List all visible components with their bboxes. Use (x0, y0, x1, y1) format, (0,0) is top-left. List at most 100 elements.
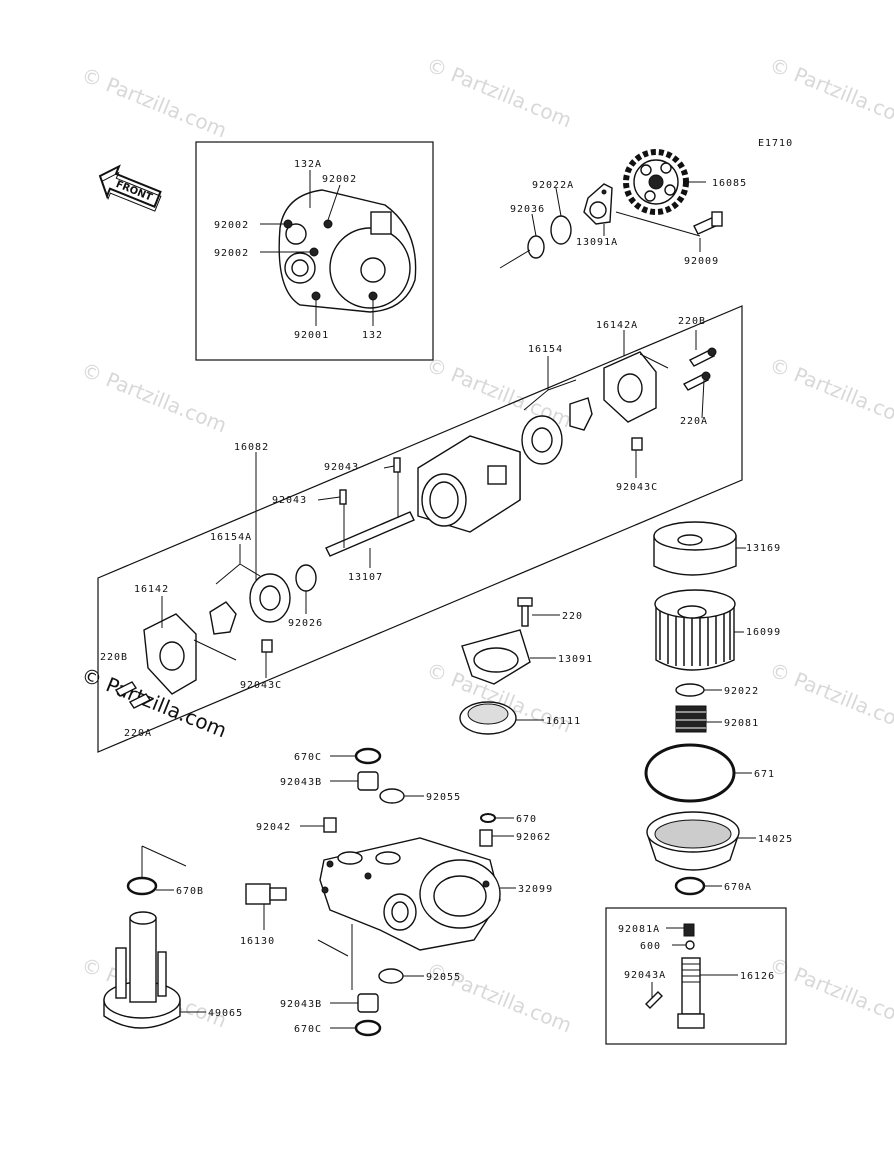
pickup-49065 (103, 911, 181, 1029)
cover-detail-box (195, 141, 434, 361)
callout-13091A: 13091A (576, 237, 618, 248)
pin-92042 (323, 817, 337, 833)
pin-92043C-bot (261, 639, 273, 653)
callout-92022A: 92022A (532, 180, 574, 191)
callout-220B: 220B (100, 652, 128, 663)
callout-670A: 670A (724, 882, 752, 893)
callout-92036: 92036 (510, 204, 545, 215)
callout-92055: 92055 (426, 972, 461, 983)
callout-220: 220 (562, 611, 583, 622)
o-ring-671 (644, 743, 736, 803)
callout-16154: 16154 (528, 344, 563, 355)
plate-13091 (461, 629, 531, 685)
collar-92043B-bot (357, 993, 379, 1013)
watermark: © Partzilla.com (78, 62, 230, 142)
callout-49065: 49065 (208, 1008, 243, 1019)
callout-16154A: 16154A (210, 532, 252, 543)
callout-670B: 670B (176, 886, 204, 897)
callout-220A: 220A (124, 728, 152, 739)
callout-13107: 13107 (348, 572, 383, 583)
callout-670C: 670C (294, 752, 322, 763)
callout-92043: 92043 (272, 495, 307, 506)
shaft-13107 (325, 511, 415, 557)
bolt-92009 (693, 211, 723, 235)
rotor-16154A (209, 573, 291, 635)
callout-92043C: 92043C (616, 482, 658, 493)
callout-32099: 32099 (518, 884, 553, 895)
washer-92026 (295, 564, 317, 592)
pump-body (417, 435, 521, 533)
callout-92009: 92009 (684, 256, 719, 267)
leader-lines (260, 170, 374, 326)
o-ring-670C-bot (354, 1019, 382, 1037)
callout-92002: 92002 (322, 174, 357, 185)
pin-92043-top (393, 457, 401, 473)
watermark: © Partzilla.com (423, 957, 575, 1037)
washer-92055-bot (378, 968, 404, 984)
sensor-16130 (245, 883, 287, 905)
o-ring-670A (674, 876, 706, 896)
callout-14025: 14025 (758, 834, 793, 845)
callout-92043B: 92043B (280, 999, 322, 1010)
rotor-16154 (521, 397, 593, 465)
washer-92022 (675, 683, 705, 697)
callout-92043: 92043 (324, 462, 359, 473)
callout-92001: 92001 (294, 330, 329, 341)
oil-pump-assembly-box (97, 305, 743, 753)
callout-92002: 92002 (214, 248, 249, 259)
callout-92022: 92022 (724, 686, 759, 697)
callout-92043A: 92043A (624, 970, 666, 981)
oil-filter-16099 (654, 589, 736, 671)
callout-670: 670 (516, 814, 537, 825)
clip-92036 (527, 235, 545, 259)
bolt-220B-top (688, 347, 717, 367)
housing-32099 (319, 837, 501, 951)
watermark: © Partzilla.com (766, 657, 894, 737)
front-arrow-icon: FRONT (98, 164, 162, 212)
watermark: © Partzilla.com (766, 352, 894, 432)
leader-lines-housing (263, 755, 516, 1029)
callout-16085: 16085 (712, 178, 747, 189)
callout-16142A: 16142A (596, 320, 638, 331)
o-ring-670B (126, 876, 158, 896)
bolt-220 (517, 597, 533, 627)
gear-16085 (623, 149, 689, 215)
leader-lines-gear (499, 181, 706, 269)
leader-lines-right (516, 547, 756, 887)
watermark: © Partzilla.com (766, 52, 894, 132)
watermark: © Partzilla.com (766, 952, 894, 1032)
bolt-220A-top (682, 371, 711, 391)
callout-132A: 132A (294, 159, 322, 170)
callout-220A: 220A (680, 416, 708, 427)
callout-132: 132 (362, 330, 383, 341)
callout-16082: 16082 (234, 442, 269, 453)
pin-92062 (479, 829, 493, 847)
callout-600: 600 (640, 941, 661, 952)
washer-92055-top (379, 788, 405, 804)
callout-92081A: 92081A (618, 924, 660, 935)
callout-671: 671 (754, 769, 775, 780)
callout-16099: 16099 (746, 627, 781, 638)
o-ring-670 (480, 813, 496, 823)
callout-92026: 92026 (288, 618, 323, 629)
callout-13169: 13169 (746, 543, 781, 554)
callout-92002: 92002 (214, 220, 249, 231)
watermark: © Partzilla.com (78, 357, 230, 437)
callout-92043B: 92043B (280, 777, 322, 788)
leader-lines-pickup (141, 845, 206, 1013)
cover-part (278, 189, 417, 313)
filter-cover-13169 (653, 521, 737, 576)
callout-92055: 92055 (426, 792, 461, 803)
callout-16111: 16111 (546, 716, 581, 727)
bracket-13091A (583, 183, 613, 225)
callout-92081: 92081 (724, 718, 759, 729)
leader-lines-valve (651, 927, 738, 998)
pin-92043C-top (631, 437, 643, 451)
callout-16142: 16142 (134, 584, 169, 595)
bolts-220-bot (114, 681, 152, 709)
cover-16142 (143, 613, 197, 695)
relief-valve-box (605, 907, 787, 1045)
cover-16142A (603, 351, 657, 423)
callout-670C: 670C (294, 1024, 322, 1035)
